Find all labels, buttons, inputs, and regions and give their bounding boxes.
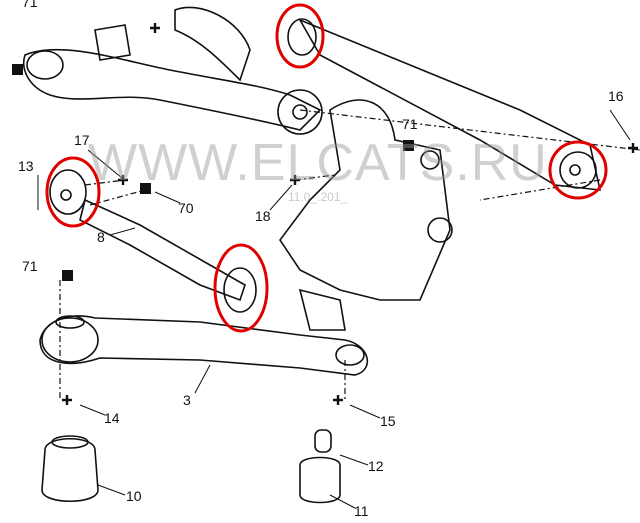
callout-17: 17: [74, 132, 90, 148]
callout-3: 3: [183, 392, 191, 408]
upper-arm-bushing-rear: [277, 89, 323, 135]
callout-18: 18: [255, 208, 271, 224]
callout-71: 71: [22, 258, 38, 274]
fastener-cross: [118, 175, 128, 185]
callout-71: 71: [402, 116, 418, 132]
fastener-cross: [628, 143, 638, 153]
upper-arm-bracket: [174, 6, 251, 82]
callout-13: 13: [18, 158, 34, 174]
highlight-circle: [548, 140, 608, 200]
upper-control-arm: [23, 48, 322, 131]
fastener-cross: [62, 395, 72, 405]
watermark-date: 11.0_.201_: [288, 190, 348, 204]
fastener-square: [12, 64, 23, 75]
toe-link-outer-bushing: [49, 169, 87, 215]
upper-arm-bushing-front: [26, 50, 64, 80]
callout-71: 71: [22, 0, 38, 10]
callout-10: 10: [126, 488, 142, 504]
fastener-cross: [150, 23, 160, 33]
callout-16: 16: [608, 88, 624, 104]
callout-12: 12: [368, 458, 384, 474]
fastener-cross: [290, 175, 300, 185]
upper-arm-ball-joint: [94, 24, 131, 61]
highlight-circle: [275, 3, 325, 69]
knuckle-lower-mount: [298, 288, 346, 331]
trailing-link-bushing-front: [287, 18, 317, 56]
fastener-square: [140, 183, 151, 194]
callout-70: 70: [178, 200, 194, 216]
callout-8: 8: [97, 229, 105, 245]
callout-14: 14: [104, 410, 120, 426]
fastener-square: [403, 140, 414, 151]
callout-15: 15: [380, 413, 396, 429]
trailing-link-bushing-rear: [559, 151, 597, 189]
fastener-cross: [333, 395, 343, 405]
bushing-11: [299, 456, 341, 504]
highlight-circle: [213, 243, 269, 333]
watermark-site: WWW.ELCATS.RU: [88, 134, 548, 192]
bushing-12: [314, 429, 332, 453]
fastener-square: [62, 270, 73, 281]
toe-link-inner-bushing: [223, 267, 257, 313]
highlight-circle: [45, 156, 101, 228]
callout-11: 11: [354, 503, 369, 519]
toe-link: [79, 198, 246, 302]
lower-arm-bushing: [41, 317, 99, 363]
knuckle: [279, 99, 451, 301]
lower-control-arm: [39, 315, 369, 376]
bushing-10: [41, 438, 99, 503]
